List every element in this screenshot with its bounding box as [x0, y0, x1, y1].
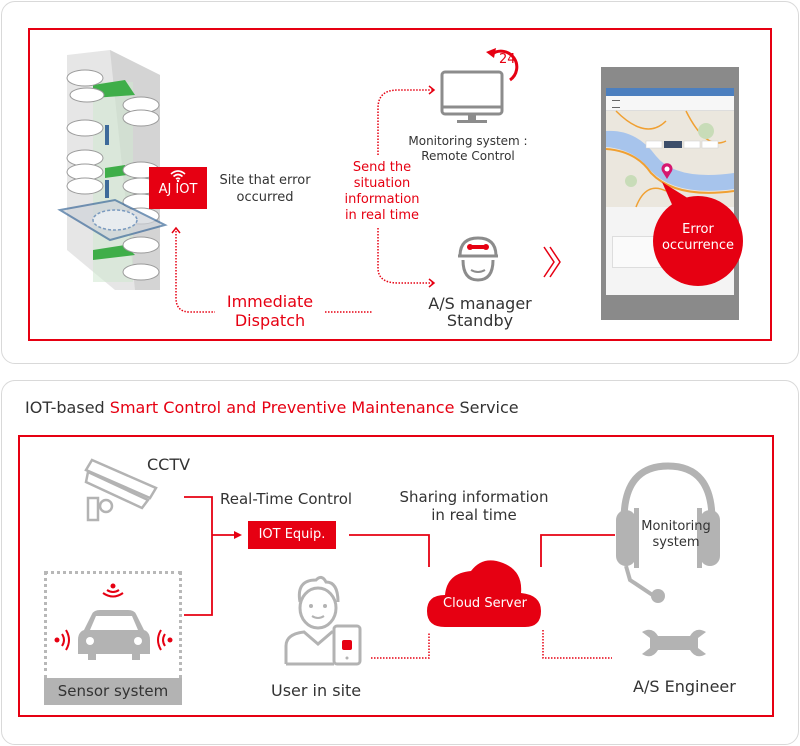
- user-in-site-label: User in site: [271, 681, 362, 700]
- signal-left-icon: [54, 629, 70, 651]
- bottom-diagram-frame: [18, 435, 774, 717]
- monitoring-caption: Monitoring system : Remote Control: [408, 134, 528, 163]
- map-pin-icon: [661, 163, 673, 179]
- wifi-icon: [170, 170, 186, 183]
- title-prefix: IOT-based: [25, 398, 110, 417]
- double-chevron-right-icon: [543, 246, 561, 278]
- refresh-24h-icon: [486, 48, 519, 82]
- phone-status-bar: [606, 88, 734, 96]
- as-engineer-label: A/S Engineer: [633, 677, 736, 696]
- signal-top-icon: [102, 583, 124, 598]
- sensor-system-frame: [44, 571, 182, 679]
- as-manager-caption: A/S manager Standby: [428, 294, 532, 330]
- repairman-cap-icon: [458, 236, 498, 282]
- headset-icon: [616, 462, 720, 603]
- iot-equip-label: IOT Equip.: [258, 527, 326, 542]
- error-occurrence-bubble: [653, 196, 743, 286]
- error-occurrence-label: Error occurrence: [661, 222, 735, 253]
- title-suffix: Service: [454, 398, 519, 417]
- immediate-dispatch-label: Immediate Dispatch: [226, 292, 314, 330]
- sensor-system-label: Sensor system: [44, 678, 182, 705]
- cctv-camera-icon: [84, 458, 158, 522]
- wrench-icon: [642, 629, 706, 657]
- monitoring-system-label: Monitoring system: [641, 519, 711, 550]
- flow-connectors-top: [171, 85, 436, 313]
- car-icon: [78, 610, 150, 660]
- site-caption: Site that error occurred: [219, 173, 311, 205]
- hamburger-menu-icon[interactable]: [612, 100, 620, 108]
- send-situation-label: Send the situation information in real t…: [344, 160, 420, 223]
- parking-tower-illustration: [57, 50, 168, 290]
- iot-equip-badge: IOT Equip.: [248, 521, 336, 549]
- badge-24: 24: [499, 52, 516, 67]
- cctv-label: CCTV: [147, 455, 191, 474]
- section-title: IOT-based Smart Control and Preventive M…: [25, 398, 519, 417]
- monitor-icon: [440, 70, 504, 123]
- signal-right-icon: [157, 629, 173, 651]
- sharing-info-label: Sharing information in real time: [399, 488, 549, 524]
- realtime-control-label: Real-Time Control: [220, 490, 353, 508]
- title-highlight: Smart Control and Preventive Maintenance: [109, 398, 455, 417]
- top-diagram-frame: [28, 28, 772, 341]
- user-with-phone-icon: [284, 575, 362, 666]
- phone-app-bar: [606, 96, 734, 111]
- cloud-server-label: Cloud Server: [443, 596, 527, 611]
- aj-iot-badge: AJ IOT: [149, 167, 207, 209]
- cloud-server-icon: [427, 560, 541, 627]
- aj-iot-label: AJ IOT: [158, 182, 198, 197]
